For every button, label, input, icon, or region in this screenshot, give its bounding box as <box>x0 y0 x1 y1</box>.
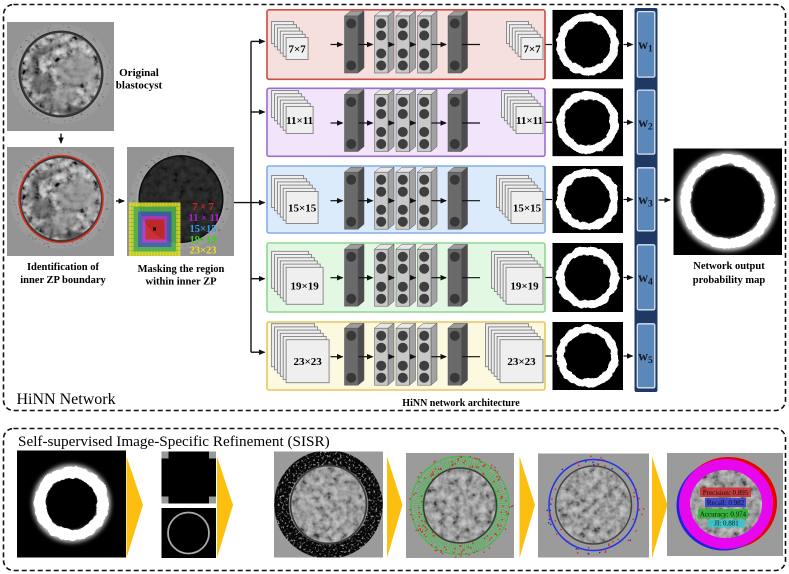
svg-text:Precision: 0.895: Precision: 0.895 <box>703 489 749 497</box>
svg-text:Recall: 0.982: Recall: 0.982 <box>707 499 745 507</box>
svg-text:11×11: 11×11 <box>286 115 313 127</box>
svg-text:within inner ZP: within inner ZP <box>146 277 218 288</box>
svg-text:probability map: probability map <box>693 275 766 286</box>
svg-text:23×23: 23×23 <box>293 356 322 368</box>
svg-text:Network output: Network output <box>693 261 765 272</box>
svg-text:15×15: 15×15 <box>513 202 542 214</box>
svg-text:Original: Original <box>119 67 159 79</box>
svg-text:Self-supervised Image-Specific: Self-supervised Image-Specific Refinemen… <box>18 433 330 450</box>
svg-text:19×19: 19×19 <box>510 281 539 293</box>
svg-text:23×23: 23×23 <box>190 246 217 257</box>
svg-text:JI: 0.881: JI: 0.881 <box>714 520 739 528</box>
svg-text:Masking the region: Masking the region <box>138 264 225 275</box>
svg-text:Accuracy: 0.974: Accuracy: 0.974 <box>700 511 747 519</box>
svg-text:19×19: 19×19 <box>190 235 217 246</box>
svg-text:7×7: 7×7 <box>523 43 541 55</box>
svg-text:7×7: 7×7 <box>288 43 306 55</box>
svg-text:blastocyst: blastocyst <box>116 80 163 92</box>
svg-text:19×19: 19×19 <box>290 281 319 293</box>
svg-text:HiNN network architecture: HiNN network architecture <box>402 398 520 409</box>
svg-text:15×15: 15×15 <box>190 224 217 235</box>
svg-text:7 × 7: 7 × 7 <box>192 202 214 213</box>
svg-text:23×23: 23×23 <box>507 356 536 368</box>
svg-text:11 × 11: 11 × 11 <box>188 213 219 224</box>
svg-text:HiNN Network: HiNN Network <box>17 391 116 408</box>
svg-text:inner ZP boundary: inner ZP boundary <box>20 275 106 286</box>
svg-text:15×15: 15×15 <box>288 202 317 214</box>
svg-text:11×11: 11×11 <box>516 115 543 127</box>
svg-text:Identification of: Identification of <box>27 262 100 273</box>
